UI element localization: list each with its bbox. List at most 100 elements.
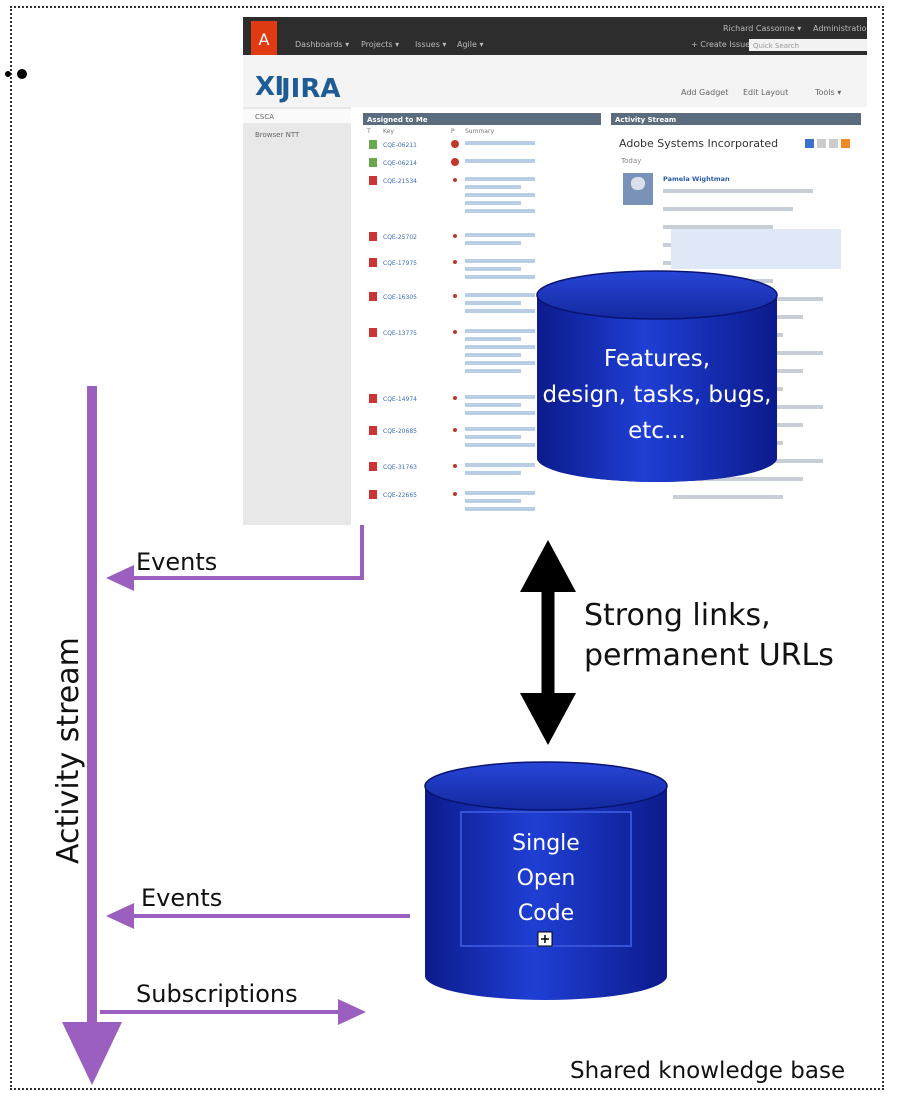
issue-key-link[interactable]: CQE-06211 xyxy=(383,142,417,149)
issue-summary-text xyxy=(465,233,535,237)
events-bottom-label: Events xyxy=(141,884,223,912)
assigned-panel-title: Assigned to Me xyxy=(367,116,428,124)
menu-dashboards[interactable]: Dashboards ▾ xyxy=(295,40,349,49)
activity-panel-header xyxy=(611,113,861,125)
user-menu[interactable]: Richard Cassonne ▾ xyxy=(723,24,801,33)
issue-summary-text xyxy=(465,491,535,495)
issue-summary-text xyxy=(465,275,535,279)
jira-sidebar xyxy=(243,107,351,525)
issue-summary-text xyxy=(465,369,521,373)
issue-summary-text xyxy=(465,361,535,365)
priority-icon xyxy=(451,158,459,166)
issue-key-link[interactable]: CQE-20685 xyxy=(383,428,417,435)
issue-summary-text xyxy=(465,427,535,431)
features-db-label-line-3: etc... xyxy=(628,418,686,444)
issue-summary-text xyxy=(465,259,535,263)
svg-text:Today: Today xyxy=(620,157,641,165)
menu-projects[interactable]: Projects ▾ xyxy=(361,40,399,49)
subscriptions-label: Subscriptions xyxy=(136,980,298,1008)
activity-panel-title: Activity Stream xyxy=(615,116,676,124)
code-db-label-line-1: Single xyxy=(512,831,580,856)
assigned-panel-header xyxy=(363,113,601,125)
issue-key-link[interactable]: CQE-31763 xyxy=(383,464,417,471)
issue-key-link[interactable]: CQE-25702 xyxy=(383,234,417,241)
activity-stream-label: Activity stream xyxy=(51,637,86,864)
priority-icon xyxy=(453,330,457,334)
activity-stream-arrowhead xyxy=(62,1022,122,1085)
priority-icon xyxy=(453,428,457,432)
edit-layout-button[interactable]: Edit Layout xyxy=(743,88,788,97)
features-database xyxy=(536,270,778,482)
issue-summary-text xyxy=(465,159,535,163)
issue-type-icon xyxy=(369,292,377,301)
issue-summary-text xyxy=(465,201,521,205)
issue-key-link[interactable]: CQE-21534 xyxy=(383,178,417,185)
issue-summary-text xyxy=(465,403,521,407)
issue-type-icon xyxy=(369,328,377,337)
activity-org-name: Adobe Systems Incorporated xyxy=(619,137,778,150)
issue-summary-text xyxy=(465,499,521,503)
create-issue-button[interactable]: + Create Issue xyxy=(691,40,750,49)
admin-menu[interactable]: Administration xyxy=(813,24,867,33)
adobe-logo xyxy=(251,21,277,55)
issue-key-link[interactable]: CQE-17975 xyxy=(383,260,417,267)
svg-text:P: P xyxy=(451,128,455,135)
menu-agile[interactable]: Agile ▾ xyxy=(457,40,483,49)
issue-summary-text xyxy=(465,471,521,475)
issue-type-icon xyxy=(369,462,377,471)
issue-summary-text xyxy=(465,443,535,447)
issue-key-link[interactable]: CQE-22665 xyxy=(383,492,417,499)
issue-type-icon xyxy=(369,158,377,167)
issue-summary-text xyxy=(465,141,535,145)
priority-icon xyxy=(453,234,457,238)
issue-type-icon xyxy=(369,232,377,241)
issue-list: CQE-06211CQE-06214CQE-21534CQE-25702CQE-… xyxy=(369,140,535,511)
issue-summary-text xyxy=(465,507,535,511)
issue-key-link[interactable]: CQE-13775 xyxy=(383,330,417,337)
priority-icon xyxy=(453,492,457,496)
knowledge-base-label: Shared knowledge base xyxy=(570,1058,846,1084)
issue-key-link[interactable]: CQE-14974 xyxy=(383,396,417,403)
features-db-label-line-2: design, tasks, bugs, xyxy=(542,382,771,408)
quick-search-input xyxy=(749,39,867,51)
priority-icon xyxy=(453,464,457,468)
issue-key-link[interactable]: CQE-16305 xyxy=(383,294,417,301)
issue-type-icon xyxy=(369,490,377,499)
priority-icon xyxy=(453,396,457,400)
issue-summary-text xyxy=(465,463,535,467)
issue-summary-text xyxy=(465,345,535,349)
knowledge-base-frame xyxy=(10,6,884,1090)
issue-type-icon xyxy=(369,140,377,149)
issue-summary-text xyxy=(465,209,535,213)
jira-logo-icon: Ⅺ xyxy=(255,72,284,102)
issue-summary-text xyxy=(465,353,521,357)
issue-summary-text xyxy=(465,293,535,297)
issue-summary-text xyxy=(465,241,521,245)
issue-summary-text xyxy=(465,435,521,439)
events-bottom-arrowhead xyxy=(106,903,134,929)
features-db-label-line-1: Features, xyxy=(604,346,710,372)
issue-type-icon xyxy=(369,176,377,185)
events-top-arrowhead xyxy=(106,565,134,591)
subscriptions-arrowhead xyxy=(338,999,366,1025)
bullet-dot xyxy=(17,69,27,79)
expand-icon xyxy=(537,931,553,947)
tools-button[interactable]: Tools ▾ xyxy=(814,88,841,97)
events-top-connector xyxy=(130,525,364,580)
menu-issues[interactable]: Issues ▾ xyxy=(415,40,446,49)
issue-summary-text xyxy=(465,395,535,399)
priority-icon xyxy=(453,294,457,298)
issue-summary-text xyxy=(465,177,535,181)
add-gadget-button[interactable]: Add Gadget xyxy=(681,88,728,97)
svg-text:Key: Key xyxy=(383,128,394,135)
issue-key-link[interactable]: CQE-06214 xyxy=(383,160,417,167)
priority-icon xyxy=(453,260,457,264)
jira-logo-text: JIRA xyxy=(279,74,341,104)
issue-summary-text xyxy=(465,193,535,197)
svg-text:Pamela Wightman: Pamela Wightman xyxy=(663,175,730,183)
priority-icon xyxy=(451,140,459,148)
code-db-label-line-3: Code xyxy=(518,901,574,926)
sidebar-item-1: Browser NTT xyxy=(255,131,300,139)
svg-text:T: T xyxy=(366,128,371,135)
